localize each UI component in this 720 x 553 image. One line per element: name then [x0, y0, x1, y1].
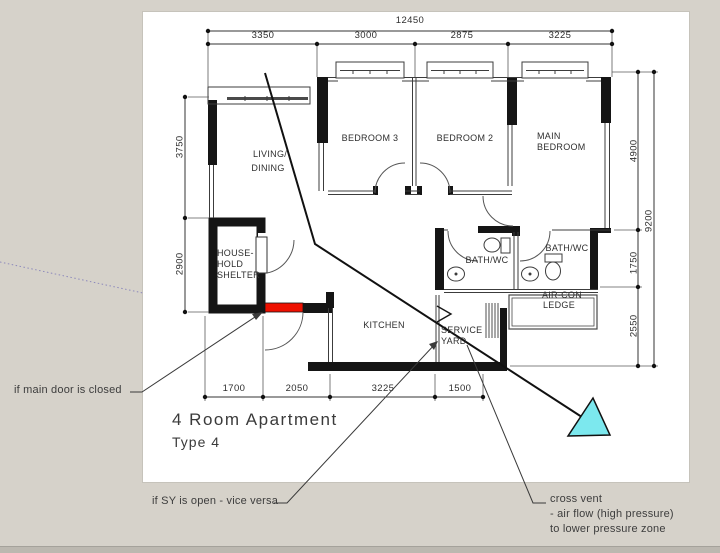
dim-right-2: 1750 — [628, 251, 640, 275]
plan-subtitle: Type 4 — [172, 434, 221, 450]
aircon-ledge-outline — [508, 294, 598, 330]
room-label-aircon-1: AIR-CON — [541, 290, 583, 300]
dimension-lines — [184, 30, 655, 398]
main-door-highlight — [264, 302, 304, 313]
window-bottom-edge — [0, 546, 720, 553]
dim-bottom-2: 2050 — [285, 383, 309, 394]
dim-right-1: 4900 — [628, 139, 640, 163]
room-label-bath1: BATH/WC — [465, 255, 509, 265]
dim-right-total: 9200 — [643, 209, 655, 233]
service-yard-hatch — [485, 303, 499, 338]
guide-line — [0, 261, 144, 294]
cross-vent-leader — [466, 344, 546, 504]
room-label-bedroom3: BEDROOM 3 — [341, 133, 399, 143]
cross-vent-arrowhead — [566, 396, 612, 437]
room-label-aircon-2: LEDGE — [542, 300, 575, 310]
dimension-dots — [182, 28, 657, 400]
room-label-shelter-3: SHELTER — [217, 270, 260, 280]
living-window-band — [207, 86, 311, 105]
service-yard-leader — [274, 342, 437, 504]
dim-top-total: 12450 — [395, 15, 425, 26]
walls — [208, 77, 611, 371]
cross-vent-flow-line — [264, 72, 606, 433]
bathroom-fixtures — [447, 237, 563, 282]
household-shelter-walls — [208, 217, 295, 314]
leader-arrowheads — [252, 312, 438, 350]
room-label-living-2: DINING — [251, 163, 285, 173]
dim-top-4: 3225 — [548, 30, 572, 41]
leader-lines — [130, 314, 546, 504]
annotation-cross-vent-2: - air flow (high pressure) — [550, 508, 674, 520]
door-arcs — [374, 162, 551, 262]
windows-thin-walls — [209, 77, 611, 362]
toilet-icon — [544, 253, 563, 263]
dim-bottom-1: 1700 — [222, 383, 246, 394]
main-door-arc — [264, 311, 304, 351]
dim-right-3: 2550 — [628, 314, 640, 338]
room-label-service-yard-2: YARD — [441, 336, 467, 346]
room-label-kitchen: KITCHEN — [363, 320, 405, 330]
room-label-service-yard-1: SERVICE — [441, 325, 483, 335]
annotation-service-yard: if SY is open - vice versa — [152, 495, 279, 507]
annotation-cross-vent-1: cross vent — [550, 493, 603, 505]
bay-windows — [335, 61, 589, 79]
dim-bottom-4: 1500 — [448, 383, 472, 394]
room-label-living-1: LIVING/ — [252, 149, 288, 159]
annotation-main-door: if main door is closed — [14, 384, 122, 396]
toilet-icon — [500, 237, 511, 254]
shelter-door-leaf — [255, 236, 268, 274]
dim-top-2: 3000 — [354, 30, 378, 41]
room-label-main-bedroom-1: MAIN — [537, 131, 561, 141]
dim-top-1: 3350 — [251, 30, 275, 41]
room-label-bedroom2: BEDROOM 2 — [436, 133, 494, 143]
vent-opening-symbol — [436, 305, 453, 323]
room-label-shelter-2: HOLD — [217, 259, 244, 269]
plan-title: 4 Room Apartment — [172, 410, 338, 429]
dim-top-3: 2875 — [450, 30, 474, 41]
room-label-shelter-1: HOUSE- — [217, 248, 254, 258]
room-label-bath2: BATH/WC — [545, 243, 589, 253]
dim-left-2: 2900 — [174, 252, 186, 276]
dim-left-1: 3750 — [174, 135, 186, 159]
room-label-main-bedroom-2: BEDROOM — [537, 142, 586, 152]
dim-bottom-3: 3225 — [371, 383, 395, 394]
annotation-cross-vent-3: to lower pressure zone — [550, 523, 666, 535]
main-door-leader — [130, 314, 259, 393]
